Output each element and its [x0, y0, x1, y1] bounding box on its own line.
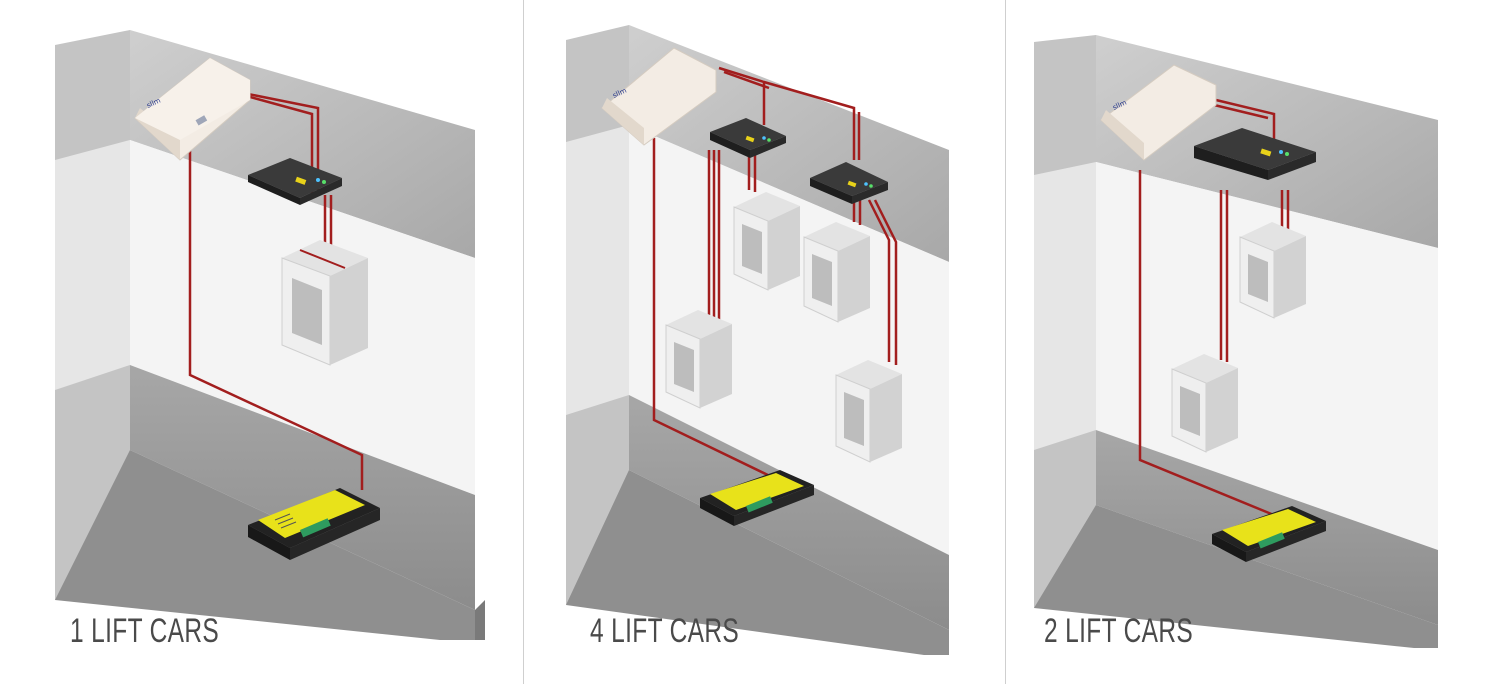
main-wall-white [1096, 162, 1438, 550]
receiver-unit [1194, 128, 1316, 180]
antenna-enclosure: sllm [601, 47, 717, 146]
side-wall-band-white [55, 140, 130, 390]
floor-edge [475, 600, 485, 640]
lift-controller [1212, 506, 1326, 562]
panel-1-lift-car: sllm [0, 0, 522, 684]
cable-lines [1138, 98, 1290, 522]
receiver-unit [248, 158, 342, 205]
lift-call-box-2 [803, 222, 870, 323]
antenna-enclosure: sllm [134, 57, 251, 161]
lift-call-box-2 [1171, 354, 1238, 453]
lift-call-box-1 [1239, 222, 1306, 319]
receiver-unit-a [710, 118, 786, 158]
receiver-unit-b [810, 162, 888, 204]
panel-2-caption: 4 LIFT CARS [590, 612, 740, 650]
panel-1-illustration: sllm [55, 30, 485, 640]
panel-2-lift-cars: sllm 2 [1006, 0, 1500, 684]
lift-controller [700, 470, 814, 526]
panel-1-caption: 1 LIFT CARS [70, 612, 220, 650]
panel-4-lift-cars: sllm [524, 0, 1004, 684]
lift-call-box-1 [733, 192, 800, 291]
lift-controller [248, 488, 380, 560]
main-wall-bottom-band [130, 365, 475, 610]
lift-call-box [281, 240, 368, 366]
panel-2-illustration: sllm [566, 25, 949, 655]
cable-lines [652, 66, 898, 480]
antenna-enclosure: sllm [1100, 64, 1217, 161]
side-wall-band-white [1034, 162, 1096, 450]
panel-divider-2 [1005, 0, 1006, 684]
panel-3-illustration: sllm [1034, 35, 1438, 648]
lift-call-box-3 [665, 310, 732, 409]
floor [566, 470, 949, 655]
panel-3-caption: 2 LIFT CARS [1044, 612, 1194, 650]
lift-call-box-4 [835, 360, 902, 463]
panel-divider-1 [523, 0, 524, 684]
side-wall-band-white [566, 125, 629, 415]
floor [1034, 505, 1438, 648]
main-wall-bottom-band [629, 395, 949, 630]
